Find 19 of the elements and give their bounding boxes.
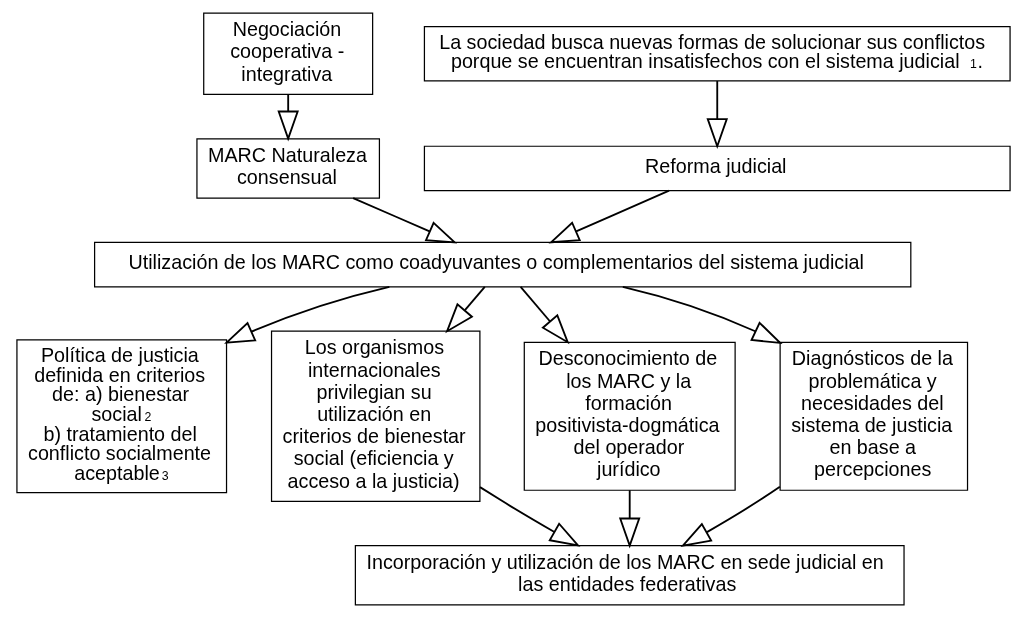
arrow [351, 197, 457, 244]
arrow [444, 286, 486, 334]
arrow [478, 486, 580, 547]
arrow [621, 285, 783, 345]
arrow [519, 286, 569, 345]
arrow [223, 285, 390, 344]
node-box: Desconocimiento de los MARC y la formación positivista-dogmática del operador jurídico [523, 341, 736, 491]
node-box: Utilización de los MARC como coadyuvantes o complementarios del sistema judicial [93, 241, 911, 288]
node-box: Diagnósticos de la problemática y necesidades del sistema de justicia en base a percepciones [779, 341, 968, 491]
arrow [705, 80, 728, 149]
node-box: Incorporación y utilización de los MARC en sede judicial en las entidades federativas [354, 545, 905, 606]
node-box: Reforma judicial [423, 145, 1011, 192]
node-box: Los organismos internacionales privilegian su utilización en criterios de bienestar social (eficiencia y acceso a la justicia) [270, 330, 480, 502]
arrow [276, 93, 299, 142]
arrow [679, 485, 781, 547]
node-box: Negociación cooperativa - integrativa [202, 12, 373, 96]
arrow [548, 189, 670, 244]
node-box: MARC Naturaleza consensual [195, 138, 380, 199]
arrow [618, 489, 640, 549]
